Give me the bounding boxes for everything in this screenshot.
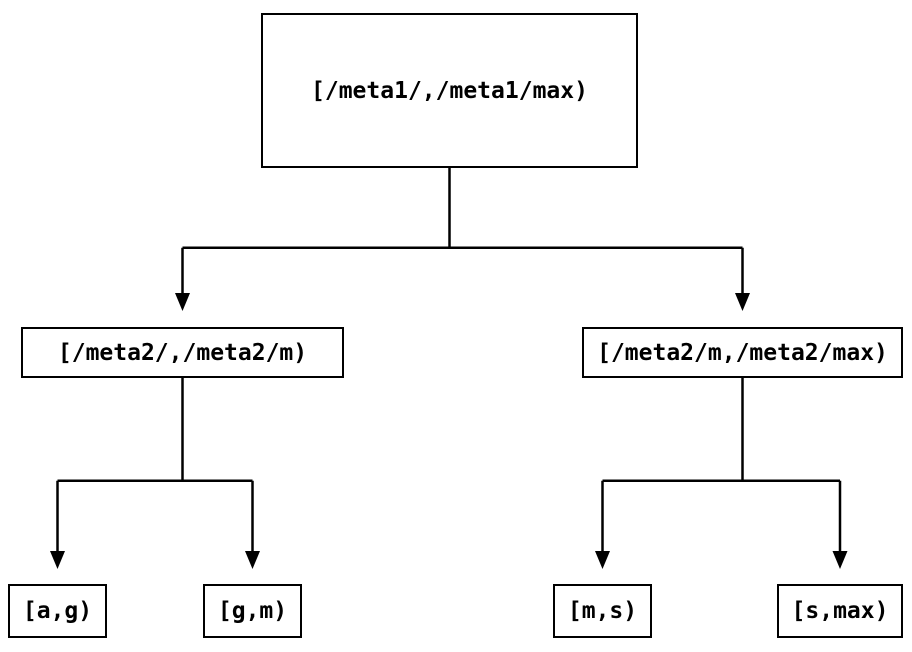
node-label: [/meta1/,/meta1/max) — [311, 77, 588, 104]
node-label: [/meta2/,/meta2/m) — [57, 339, 308, 366]
node-label: [m,s) — [567, 598, 638, 624]
node-meta2-high-range: [/meta2/m,/meta2/max) — [582, 327, 903, 378]
node-label: [/meta2/m,/meta2/max) — [597, 339, 888, 366]
node-root-meta1-range: [/meta1/,/meta1/max) — [261, 13, 638, 168]
node-label: [g,m) — [217, 598, 288, 624]
node-leaf-g-m: [g,m) — [203, 584, 302, 638]
node-meta2-low-range: [/meta2/,/meta2/m) — [21, 327, 344, 378]
arrowheads — [50, 293, 848, 569]
node-label: [a,g) — [22, 598, 93, 624]
node-label: [s,max) — [791, 598, 889, 624]
node-leaf-a-g: [a,g) — [8, 584, 107, 638]
node-leaf-s-max: [s,max) — [777, 584, 903, 638]
node-leaf-m-s: [m,s) — [553, 584, 652, 638]
